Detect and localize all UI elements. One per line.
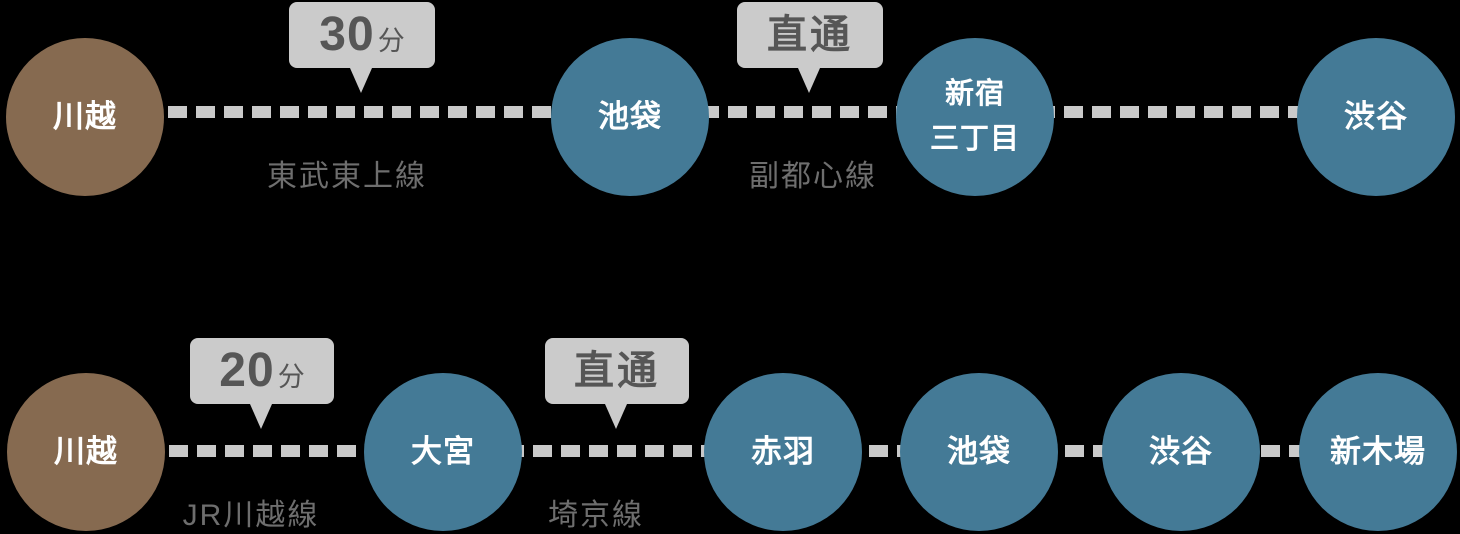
station-label: 渋谷 [1344, 98, 1408, 134]
station-label: 池袋 [598, 98, 662, 134]
station-shibuya: 渋谷 [1297, 38, 1455, 196]
route1-duration-unit: 分 [377, 26, 405, 56]
station-shibuya: 渋谷 [1102, 373, 1260, 531]
route2-through-label: 直通 [574, 349, 660, 393]
route1-duration-value: 30 [319, 8, 375, 61]
route2-duration-value: 20 [219, 344, 275, 397]
station-omiya: 大宮 [364, 373, 522, 531]
route2-duration-unit: 分 [277, 362, 305, 392]
station-akabane: 赤羽 [704, 373, 862, 531]
badge-pointer [605, 404, 627, 429]
badge-pointer [250, 404, 272, 429]
route1-line-name-tobu-tojo: 東武東上線 [267, 160, 427, 193]
station-shinjuku-sanchome: 新宿 三丁目 [896, 38, 1054, 196]
station-label: 新宿 三丁目 [929, 78, 1020, 155]
route1-line-name-fukutoshin: 副都心線 [749, 160, 877, 193]
route1-dashed-track [84, 106, 1378, 118]
station-label: 新木場 [1330, 433, 1426, 469]
station-label: 川越 [53, 98, 117, 134]
route1-through-label: 直通 [767, 13, 853, 57]
station-shin-kiba: 新木場 [1299, 373, 1457, 531]
station-ikebukuro: 池袋 [900, 373, 1058, 531]
station-label: 川越 [54, 433, 118, 469]
route2-line-name-saikyo: 埼京線 [548, 499, 644, 532]
station-label: 渋谷 [1149, 433, 1213, 469]
station-label: 赤羽 [751, 433, 815, 469]
station-kawagoe: 川越 [7, 373, 165, 531]
station-kawagoe: 川越 [6, 38, 164, 196]
route1-through-badge: 直通 [737, 2, 883, 93]
station-label: 池袋 [947, 433, 1011, 469]
station-ikebukuro: 池袋 [551, 38, 709, 196]
route2-through-badge: 直通 [545, 338, 689, 429]
badge-pointer [350, 68, 372, 93]
badge-pointer [798, 68, 820, 93]
station-label: 大宮 [411, 433, 475, 469]
route2-line-name-jr-kawagoe: JR川越線 [182, 499, 320, 532]
